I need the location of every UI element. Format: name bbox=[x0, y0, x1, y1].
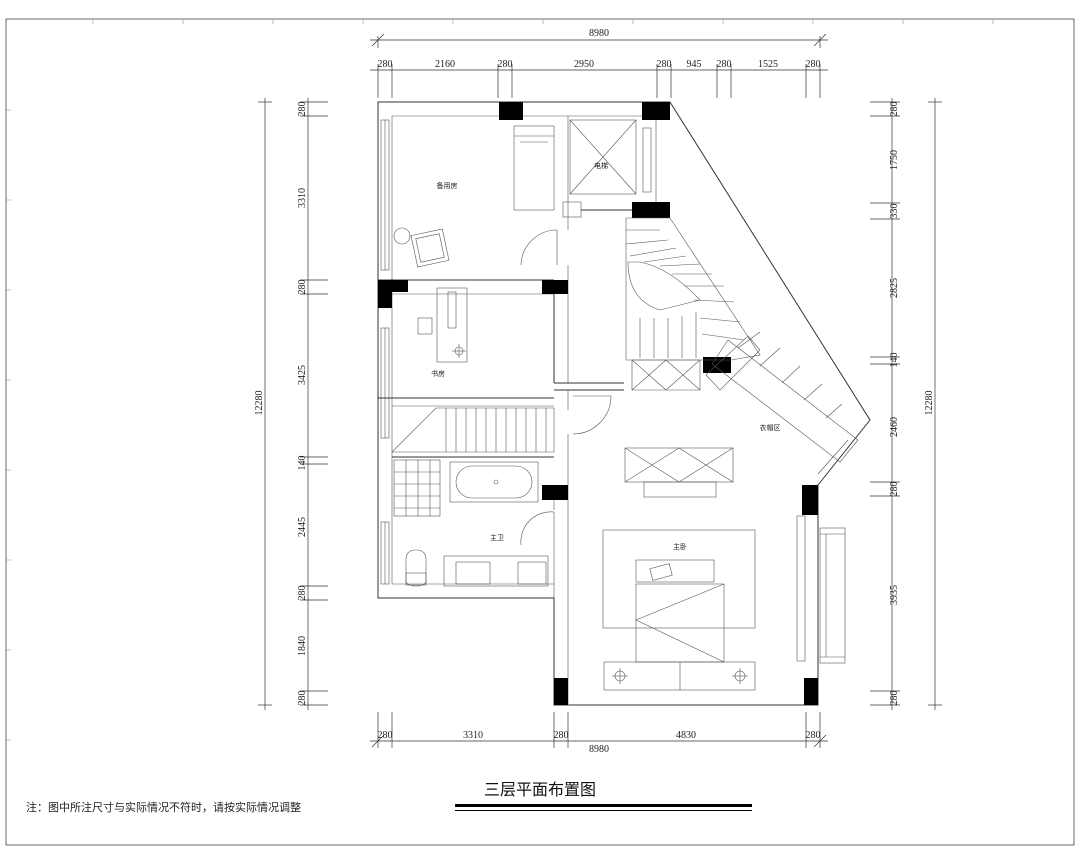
bathtub bbox=[449, 461, 539, 503]
corridor-stair bbox=[391, 407, 555, 453]
structural-columns bbox=[378, 102, 818, 705]
pillow bbox=[649, 563, 673, 581]
left-segment-dimension: 280 bbox=[297, 691, 308, 706]
left-segment-dimension: 280 bbox=[297, 102, 308, 117]
spiral-staircase bbox=[625, 217, 761, 361]
bed-bench bbox=[635, 559, 715, 583]
column bbox=[499, 102, 523, 120]
left-dimension-lines bbox=[258, 98, 328, 710]
title-underline-thin bbox=[455, 810, 752, 811]
bottom-total-dimension: 8980 bbox=[589, 744, 609, 755]
column bbox=[378, 280, 408, 308]
room-label-master-bedroom: 主卧 bbox=[673, 542, 687, 551]
drawing-title: 三层平面布置图 bbox=[483, 780, 596, 799]
sink bbox=[517, 561, 547, 585]
border-ticks bbox=[6, 19, 994, 741]
left-segment-dimension: 280 bbox=[297, 280, 308, 295]
column bbox=[542, 280, 568, 294]
right-segment-dimension: 140 bbox=[889, 353, 900, 368]
right-segment-dimension: 280 bbox=[889, 691, 900, 706]
top-segment-dimension: 280 bbox=[657, 59, 672, 70]
left-total-dimension: 12280 bbox=[254, 391, 265, 416]
left-segment-dimension: 140 bbox=[297, 456, 308, 471]
bed bbox=[513, 125, 555, 211]
right-segment-dimension: 280 bbox=[889, 482, 900, 497]
column bbox=[632, 202, 670, 218]
top-segment-dimension: 280 bbox=[717, 59, 732, 70]
right-segment-dimension: 280 bbox=[889, 102, 900, 117]
column bbox=[804, 678, 818, 705]
door-swing bbox=[520, 229, 558, 266]
left-segment-dimension: 280 bbox=[297, 586, 308, 601]
top-total-dimension: 8980 bbox=[589, 28, 609, 39]
bottom-segment-dimension: 280 bbox=[554, 730, 569, 741]
right-segment-dimension: 330 bbox=[889, 204, 900, 219]
top-segment-dimension: 280 bbox=[378, 59, 393, 70]
closet-shelving bbox=[631, 331, 859, 475]
drawing-note: 注：图中所注尺寸与实际情况不符时，请按实际情况调整 bbox=[26, 801, 301, 814]
right-dimension-lines bbox=[870, 98, 942, 710]
top-segment-dimension: 2950 bbox=[574, 59, 594, 70]
left-segment-dimension: 3310 bbox=[297, 188, 308, 208]
right-segment-dimension: 3935 bbox=[889, 585, 900, 605]
windows bbox=[380, 119, 846, 664]
side-table bbox=[393, 227, 411, 245]
column bbox=[542, 485, 568, 500]
vanity bbox=[443, 555, 549, 587]
column bbox=[642, 102, 670, 120]
master-bedroom-furniture bbox=[602, 529, 756, 691]
column bbox=[554, 678, 568, 705]
room-label-guest-room: 备用房 bbox=[437, 181, 458, 190]
door-swing bbox=[520, 511, 555, 546]
bottom-segment-dimension: 280 bbox=[806, 730, 821, 741]
walls bbox=[377, 101, 871, 706]
toilet bbox=[405, 549, 427, 587]
top-segment-dimension: 945 bbox=[687, 59, 702, 70]
bottom-segment-dimension: 3310 bbox=[463, 730, 483, 741]
column bbox=[802, 485, 818, 515]
sheet-border bbox=[5, 18, 1075, 846]
shower-tiles bbox=[393, 459, 441, 517]
right-segment-dimension: 2825 bbox=[889, 278, 900, 298]
bottom-dimension-lines bbox=[370, 712, 828, 748]
bottom-segment-dimension: 280 bbox=[378, 730, 393, 741]
sink bbox=[455, 561, 491, 585]
left-segment-dimension: 1840 bbox=[297, 636, 308, 656]
room-label-elevator: 电梯 bbox=[594, 161, 608, 170]
top-segment-dimension: 280 bbox=[498, 59, 513, 70]
top-segment-dimension: 1525 bbox=[758, 59, 778, 70]
right-segment-dimension: 2460 bbox=[889, 417, 900, 437]
study-furniture bbox=[417, 287, 468, 363]
left-segment-dimension: 3425 bbox=[297, 365, 308, 385]
headboard bbox=[603, 661, 756, 691]
bed bbox=[635, 583, 725, 663]
master-bath-fixtures bbox=[393, 459, 555, 587]
left-segment-dimension: 2445 bbox=[297, 517, 308, 537]
room-label-study: 书房 bbox=[431, 369, 445, 378]
rug bbox=[602, 529, 756, 629]
room-label-closet-area: 衣帽区 bbox=[760, 423, 781, 432]
right-segment-dimension: 1750 bbox=[889, 150, 900, 170]
room-label-master-bath: 主卫 bbox=[490, 533, 504, 542]
guest-room-furniture bbox=[393, 125, 558, 268]
top-segment-dimension: 280 bbox=[806, 59, 821, 70]
elevator-shaft bbox=[562, 119, 652, 218]
closet-island bbox=[572, 395, 734, 498]
top-dimension-lines bbox=[370, 33, 828, 98]
right-total-dimension: 12280 bbox=[924, 391, 935, 416]
top-segment-dimension: 2160 bbox=[435, 59, 455, 70]
title-underline-thick bbox=[455, 804, 752, 807]
door-swing bbox=[572, 395, 612, 435]
armchair bbox=[410, 228, 450, 268]
bottom-segment-dimension: 4830 bbox=[676, 730, 696, 741]
chair bbox=[417, 317, 433, 335]
desk bbox=[436, 287, 468, 363]
